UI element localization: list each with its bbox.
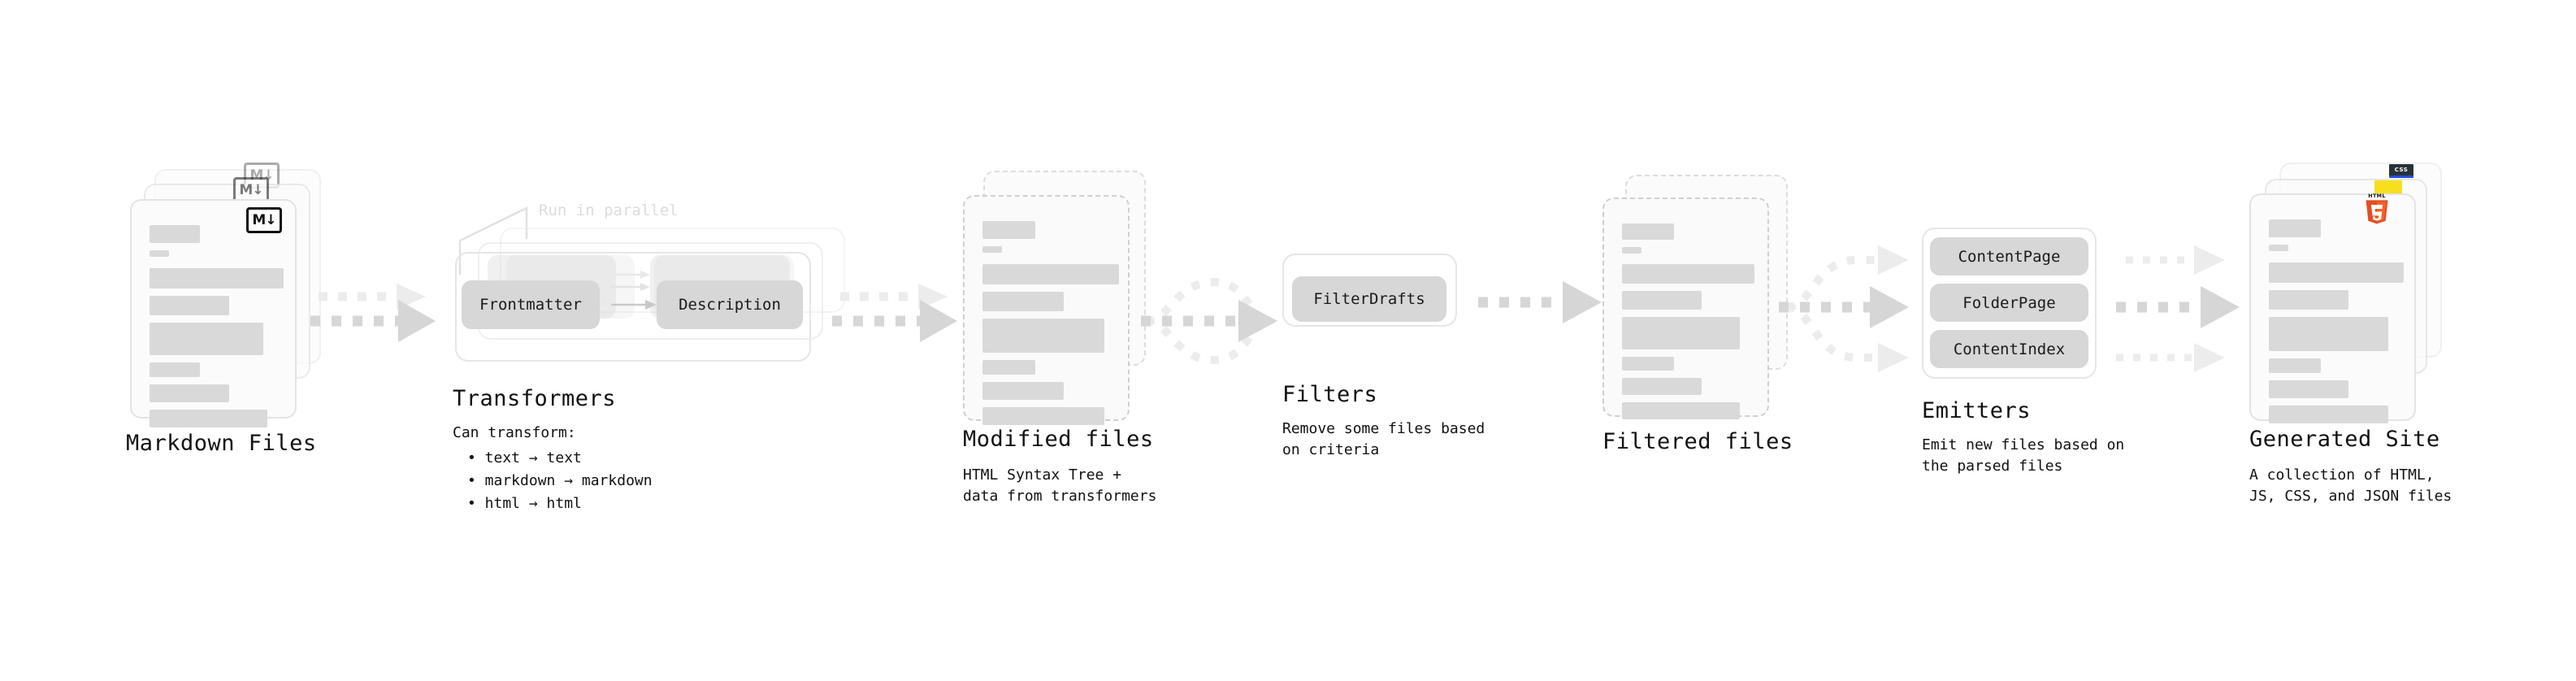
stage-subtitle-generated-site: A collection of HTML, JS, CSS, and JSON … — [2249, 466, 2452, 505]
content-bar — [150, 250, 169, 257]
stage-title-transformers: Transformers — [453, 386, 617, 411]
emitter-chip-contentindex[interactable]: ContentIndex — [1930, 330, 2088, 368]
content-bar — [982, 292, 1064, 311]
content-bar — [1622, 317, 1740, 349]
content-bar — [1622, 291, 1702, 310]
stage-subtitle-transformers: Can transform: — [453, 424, 576, 441]
content-bar — [982, 319, 1104, 353]
run-in-parallel-label: Run in parallel — [539, 202, 679, 219]
emitter-chip-folderpage[interactable]: FolderPage — [1930, 284, 2088, 322]
stage-subtitle-filters: Remove some files based on criteria — [1282, 420, 1485, 459]
svg-text:HTML: HTML — [2368, 193, 2385, 199]
stage-title-markdown-files: Markdown Files — [126, 431, 317, 456]
markdown-badge-front: M↓ — [246, 207, 282, 233]
arrow-modified-to-filters — [1141, 277, 1277, 365]
transformer-inner-arrows — [609, 271, 657, 310]
content-bar — [1622, 357, 1674, 371]
content-bar — [982, 264, 1119, 284]
content-bar — [2269, 358, 2321, 373]
content-bar — [1622, 247, 1641, 254]
filtered-file-card-front — [1602, 197, 1769, 419]
content-bar — [982, 407, 1104, 425]
content-bar — [982, 382, 1064, 400]
content-bar — [2269, 262, 2404, 283]
content-bar — [1622, 223, 1674, 240]
stage-title-filtered-files: Filtered files — [1602, 429, 1793, 454]
markdown-card-content-bars — [150, 225, 284, 435]
markdown-file-card-front — [130, 199, 297, 427]
arrow-emitters-to-site — [2116, 245, 2240, 372]
site-card-content-bars — [2269, 219, 2404, 431]
content-bar — [1622, 378, 1702, 395]
arrow-markdown-to-transformers — [310, 284, 436, 342]
arrow-transformers-to-modified — [832, 284, 957, 342]
stage-subtitle-emitters: Emit new files based on the parsed files — [1922, 436, 2125, 475]
markdown-badge-mid: M↓ — [233, 177, 269, 203]
content-bar — [150, 410, 267, 427]
stage-title-modified-files: Modified files — [963, 427, 1154, 452]
arrow-filters-to-filtered — [1478, 281, 1602, 323]
content-bar — [150, 323, 263, 355]
filtered-card-content-bars — [1622, 223, 1754, 427]
transformers-bullet-0: • text → text — [467, 449, 582, 466]
js-badge — [2374, 180, 2402, 194]
content-bar — [2269, 219, 2321, 237]
content-bar — [1622, 402, 1740, 419]
content-bar — [2269, 380, 2348, 398]
stage-title-emitters: Emitters — [1922, 398, 2032, 423]
content-bar — [150, 362, 200, 377]
content-bar — [2269, 317, 2388, 351]
content-bar — [2269, 290, 2348, 310]
content-bar — [150, 384, 229, 402]
content-bar — [982, 221, 1035, 239]
content-bar — [150, 296, 229, 315]
transformer-chip-description[interactable]: Description — [657, 280, 803, 329]
content-bar — [982, 246, 1002, 253]
html5-icon: HTML — [2366, 193, 2388, 224]
stage-subtitle-modified-files: HTML Syntax Tree + data from transformer… — [963, 466, 1157, 505]
content-bar — [982, 360, 1035, 375]
transformers-bullet-1: • markdown → markdown — [467, 472, 653, 489]
content-bar — [1622, 264, 1754, 284]
content-bar — [2269, 245, 2288, 251]
stage-title-generated-site: Generated Site — [2249, 427, 2440, 452]
content-bar — [150, 268, 284, 288]
transformer-group-front — [455, 252, 811, 362]
arrow-filtered-to-emitters — [1779, 245, 1909, 372]
site-file-card-front — [2249, 193, 2416, 423]
emitter-chip-contentpage[interactable]: ContentPage — [1930, 237, 2088, 275]
stage-title-filters: Filters — [1282, 382, 1378, 407]
filter-chip-filterdrafts[interactable]: FilterDrafts — [1292, 276, 1446, 322]
emitters-group-box — [1922, 228, 2097, 379]
css-badge: CSS — [2389, 164, 2413, 178]
filters-group-box — [1282, 254, 1457, 327]
transformers-bullet-2: • html → html — [467, 495, 582, 512]
transformer-chip-frontmatter[interactable]: Frontmatter — [462, 280, 600, 329]
content-bar — [150, 225, 200, 243]
modified-file-card-front — [963, 195, 1130, 425]
content-bar — [2269, 406, 2388, 423]
modified-card-content-bars — [982, 221, 1119, 432]
